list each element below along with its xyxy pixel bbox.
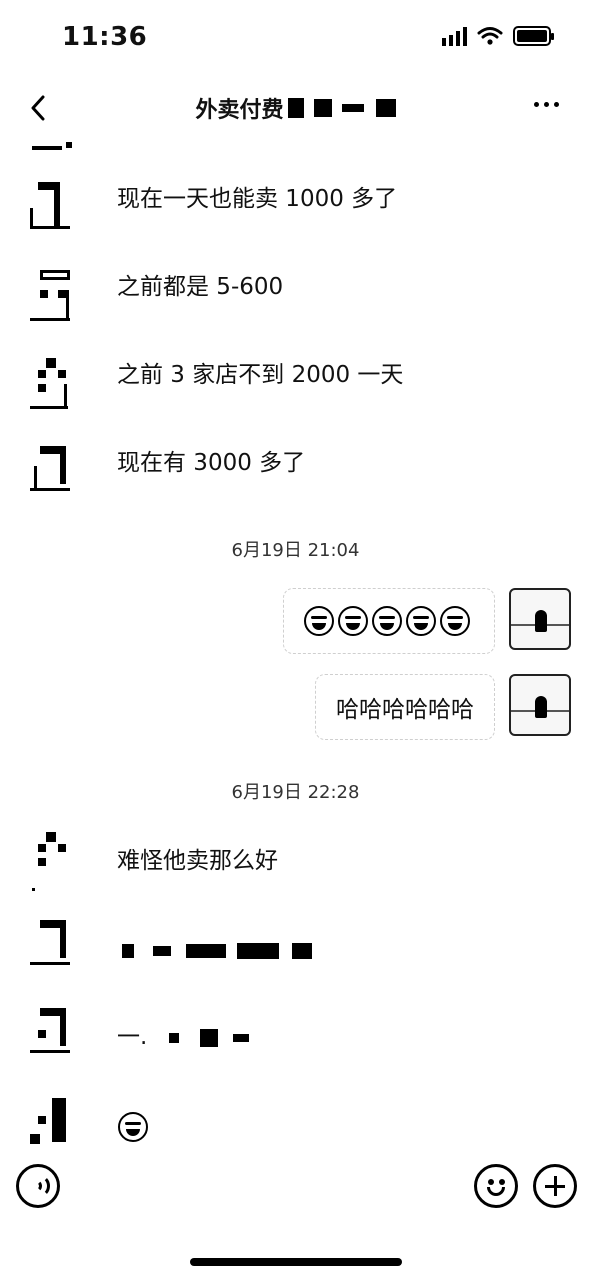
voice-button[interactable] [16,1164,60,1208]
emoji-button[interactable] [474,1164,518,1208]
avatar[interactable] [24,1098,78,1152]
laughing-tears-emoji [338,606,368,636]
chevron-left-icon [31,95,45,121]
message-text: 现在一天也能卖 1000 多了 [117,186,398,212]
laughing-tears-emoji [406,606,436,636]
cellular-signal-icon [442,26,467,46]
input-bar [0,1156,591,1216]
timestamp: 6月19日 22:28 [231,782,360,803]
redacted-title-block [341,104,364,112]
redacted-text-block [199,1028,218,1047]
avatar[interactable] [24,1008,78,1062]
back-button[interactable] [18,88,58,128]
avatar[interactable] [24,832,78,891]
redacted-title-block [313,99,332,117]
redacted-title-block [287,98,304,118]
battery-icon [513,26,554,46]
laughing-tears-emoji [440,606,470,636]
message-bubble[interactable]: 哈哈哈哈哈哈 [315,674,495,740]
more-button[interactable] [526,94,567,115]
message-bubble[interactable] [283,588,495,654]
message-text: 之前都是 5-600 [117,274,284,300]
redacted-message [118,940,313,959]
laughing-tears-emoji [372,606,402,636]
plus-button[interactable] [533,1164,577,1208]
message-text: 一. [117,1022,250,1052]
message-text: 哈哈哈哈哈哈 [336,697,474,723]
status-time: 11:36 [62,22,148,52]
person-figure [535,610,547,632]
person-figure [535,696,547,718]
avatar[interactable] [24,358,78,412]
avatar[interactable] [24,446,78,500]
status-icons [442,26,554,46]
avatar[interactable] [24,182,78,236]
redacted-text-block [168,1032,179,1043]
redacted-title-block [375,99,396,117]
my-avatar[interactable] [509,674,571,736]
chat-title-text: 外卖付费 [195,98,284,123]
chat-title: 外卖付费 [0,92,591,124]
timestamp: 6月19日 21:04 [231,540,360,561]
avatar[interactable] [24,270,78,324]
message-text: 现在有 3000 多了 [117,450,306,476]
dizzy-face-emoji [118,1112,148,1142]
more-horizontal-icon [534,102,539,107]
message-text: 之前 3 家店不到 2000 一天 [117,362,404,388]
message-text: 难怪他卖那么好 [117,848,278,874]
home-indicator[interactable] [190,1258,402,1266]
laughing-tears-emoji [304,606,334,636]
nav-bar: 外卖付费 [0,80,591,136]
my-avatar[interactable] [509,588,571,650]
avatar[interactable] [24,920,78,974]
status-bar: 11:36 [0,0,591,80]
chat-area[interactable]: 现在一天也能卖 1000 多了 之前都是 5-600 之前 3 家店不到 200… [0,136,591,1156]
wifi-icon [477,27,503,45]
redacted-text-block [233,1033,250,1042]
